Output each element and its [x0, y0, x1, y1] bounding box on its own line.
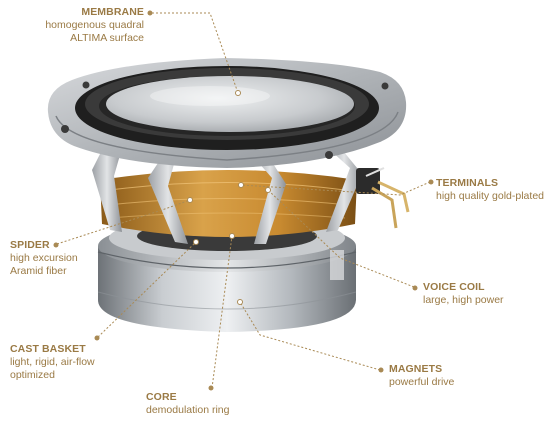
voice-coil-desc: large, high power — [423, 294, 504, 306]
voice-coil-label: VOICE COIL large, high power — [423, 281, 533, 307]
magnets-label: MAGNETS powerful drive — [389, 363, 489, 389]
spider-title: SPIDER — [10, 239, 50, 251]
core-label: CORE demodulation ring — [146, 391, 246, 417]
terminals-leader — [239, 181, 431, 196]
spider-desc: high excursion Aramid fiber — [10, 252, 78, 277]
voice-coil-leader — [267, 189, 415, 288]
membrane-title: MEMBRANE — [81, 6, 144, 18]
membrane-cone — [106, 76, 354, 132]
magnets-title: MAGNETS — [389, 363, 443, 375]
core-leader — [211, 235, 233, 389]
terminals-title: TERMINALS — [436, 177, 499, 189]
terminals-desc: high quality gold-plated — [436, 190, 544, 202]
cast-basket-leader — [97, 241, 197, 338]
terminals-shape — [356, 167, 410, 229]
cast-basket-desc: light, rigid, air-flow optimized — [10, 356, 95, 381]
membrane-label: MEMBRANE homogenous quadral ALTIMA surfa… — [40, 6, 144, 45]
spider-shape — [100, 170, 357, 237]
core-desc: demodulation ring — [146, 404, 230, 416]
cone-highlight — [150, 86, 270, 106]
leader-lines — [56, 12, 431, 389]
magnets-desc: powerful drive — [389, 376, 455, 388]
core-title: CORE — [146, 391, 177, 403]
spider-label: SPIDER high excursion Aramid fiber — [10, 239, 100, 278]
spider-leader — [56, 199, 191, 245]
membrane-leader — [152, 12, 239, 94]
basket-struts — [92, 150, 362, 244]
voice-coil-title: VOICE COIL — [423, 281, 485, 293]
cast-basket-label: CAST BASKET light, rigid, air-flow optim… — [10, 343, 120, 382]
terminals-label: TERMINALS high quality gold-plated — [436, 177, 548, 203]
membrane-desc: homogenous quadral ALTIMA surface — [45, 19, 144, 44]
cast-basket-title: CAST BASKET — [10, 343, 86, 355]
leader-dots — [53, 10, 434, 391]
magnets-leader — [239, 301, 381, 371]
